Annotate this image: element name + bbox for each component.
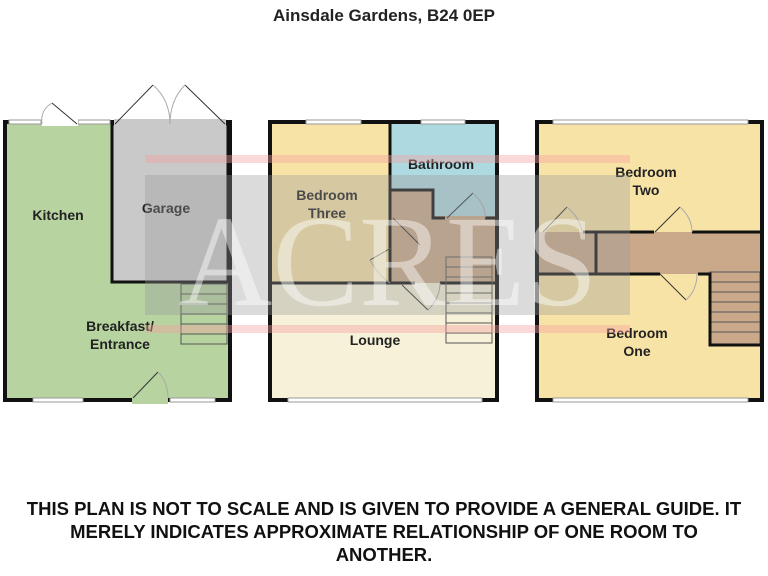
interior-walls xyxy=(272,124,495,285)
room-label-bathroom: Bathroom xyxy=(408,156,474,172)
watermark-text: ACRES xyxy=(178,190,597,334)
room-label-lounge: Lounge xyxy=(350,332,401,348)
landing xyxy=(539,232,760,274)
disclaimer: THIS PLAN IS NOT TO SCALE AND IS GIVEN T… xyxy=(26,498,742,565)
windows xyxy=(552,119,749,403)
stairs xyxy=(709,271,761,346)
windows xyxy=(287,119,483,403)
door-swings xyxy=(41,84,226,399)
second-floor: Bedroom Two Bedroom One xyxy=(535,119,764,403)
room-label-bedroom-one-2: One xyxy=(623,343,650,359)
door-swings xyxy=(542,206,698,301)
bedroom-three-room xyxy=(272,124,390,283)
door-swings xyxy=(369,192,486,311)
bedroom-two-room xyxy=(539,124,760,232)
stairs xyxy=(180,283,228,345)
room-label-kitchen: Kitchen xyxy=(32,207,83,223)
stairs xyxy=(445,256,493,344)
garage-room xyxy=(110,122,230,284)
room-label-bedroom-one: Bedroom xyxy=(606,325,667,341)
room-label-bedroom-two-2: Two xyxy=(633,182,660,198)
plan-title: Ainsdale Gardens, B24 0EP xyxy=(272,6,496,25)
watermark: ACRES xyxy=(145,155,630,334)
room-label-bedroom-three-2: Three xyxy=(308,205,346,221)
room-label-breakfast: Breakfast/ xyxy=(86,318,154,334)
room-label-bedroom-two: Bedroom xyxy=(615,164,676,180)
first-floor: Bedroom Three Bathroom Lounge xyxy=(268,119,499,403)
windows xyxy=(8,119,216,403)
room-label-garage: Garage xyxy=(142,200,190,216)
lounge-room xyxy=(272,283,495,398)
room-label-entrance: Entrance xyxy=(90,336,150,352)
interior-walls xyxy=(539,230,760,347)
room-label-bedroom-three: Bedroom xyxy=(296,187,357,203)
ground-floor: Kitchen Garage Breakfast/ Entrance xyxy=(3,84,232,404)
